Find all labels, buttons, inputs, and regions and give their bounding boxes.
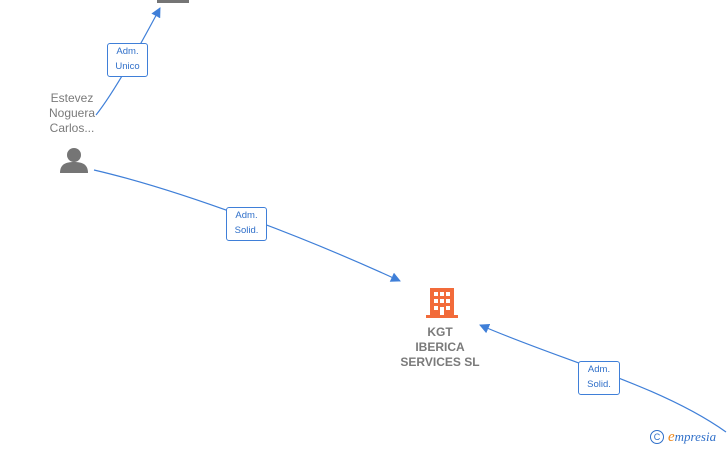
building-icon[interactable] [157, 0, 189, 3]
brand-initial: e [668, 429, 675, 445]
person-name-label[interactable]: Estevez Noguera Carlos... [48, 91, 96, 135]
building-icon[interactable] [426, 288, 458, 318]
edge-label-adm-solid[interactable]: Adm. Solid. [578, 361, 620, 395]
brand-name: mpresia [674, 429, 717, 444]
brand-logo: empresia [668, 429, 717, 445]
company-name-label[interactable]: KGT IBERICA SERVICES SL [400, 325, 480, 369]
person-icon[interactable] [60, 148, 88, 173]
edge-label-adm-solid[interactable]: Adm. Solid. [226, 207, 267, 241]
edge-label-adm-unico[interactable]: Adm. Unico [107, 43, 148, 77]
copyright-icon: C [650, 430, 664, 444]
